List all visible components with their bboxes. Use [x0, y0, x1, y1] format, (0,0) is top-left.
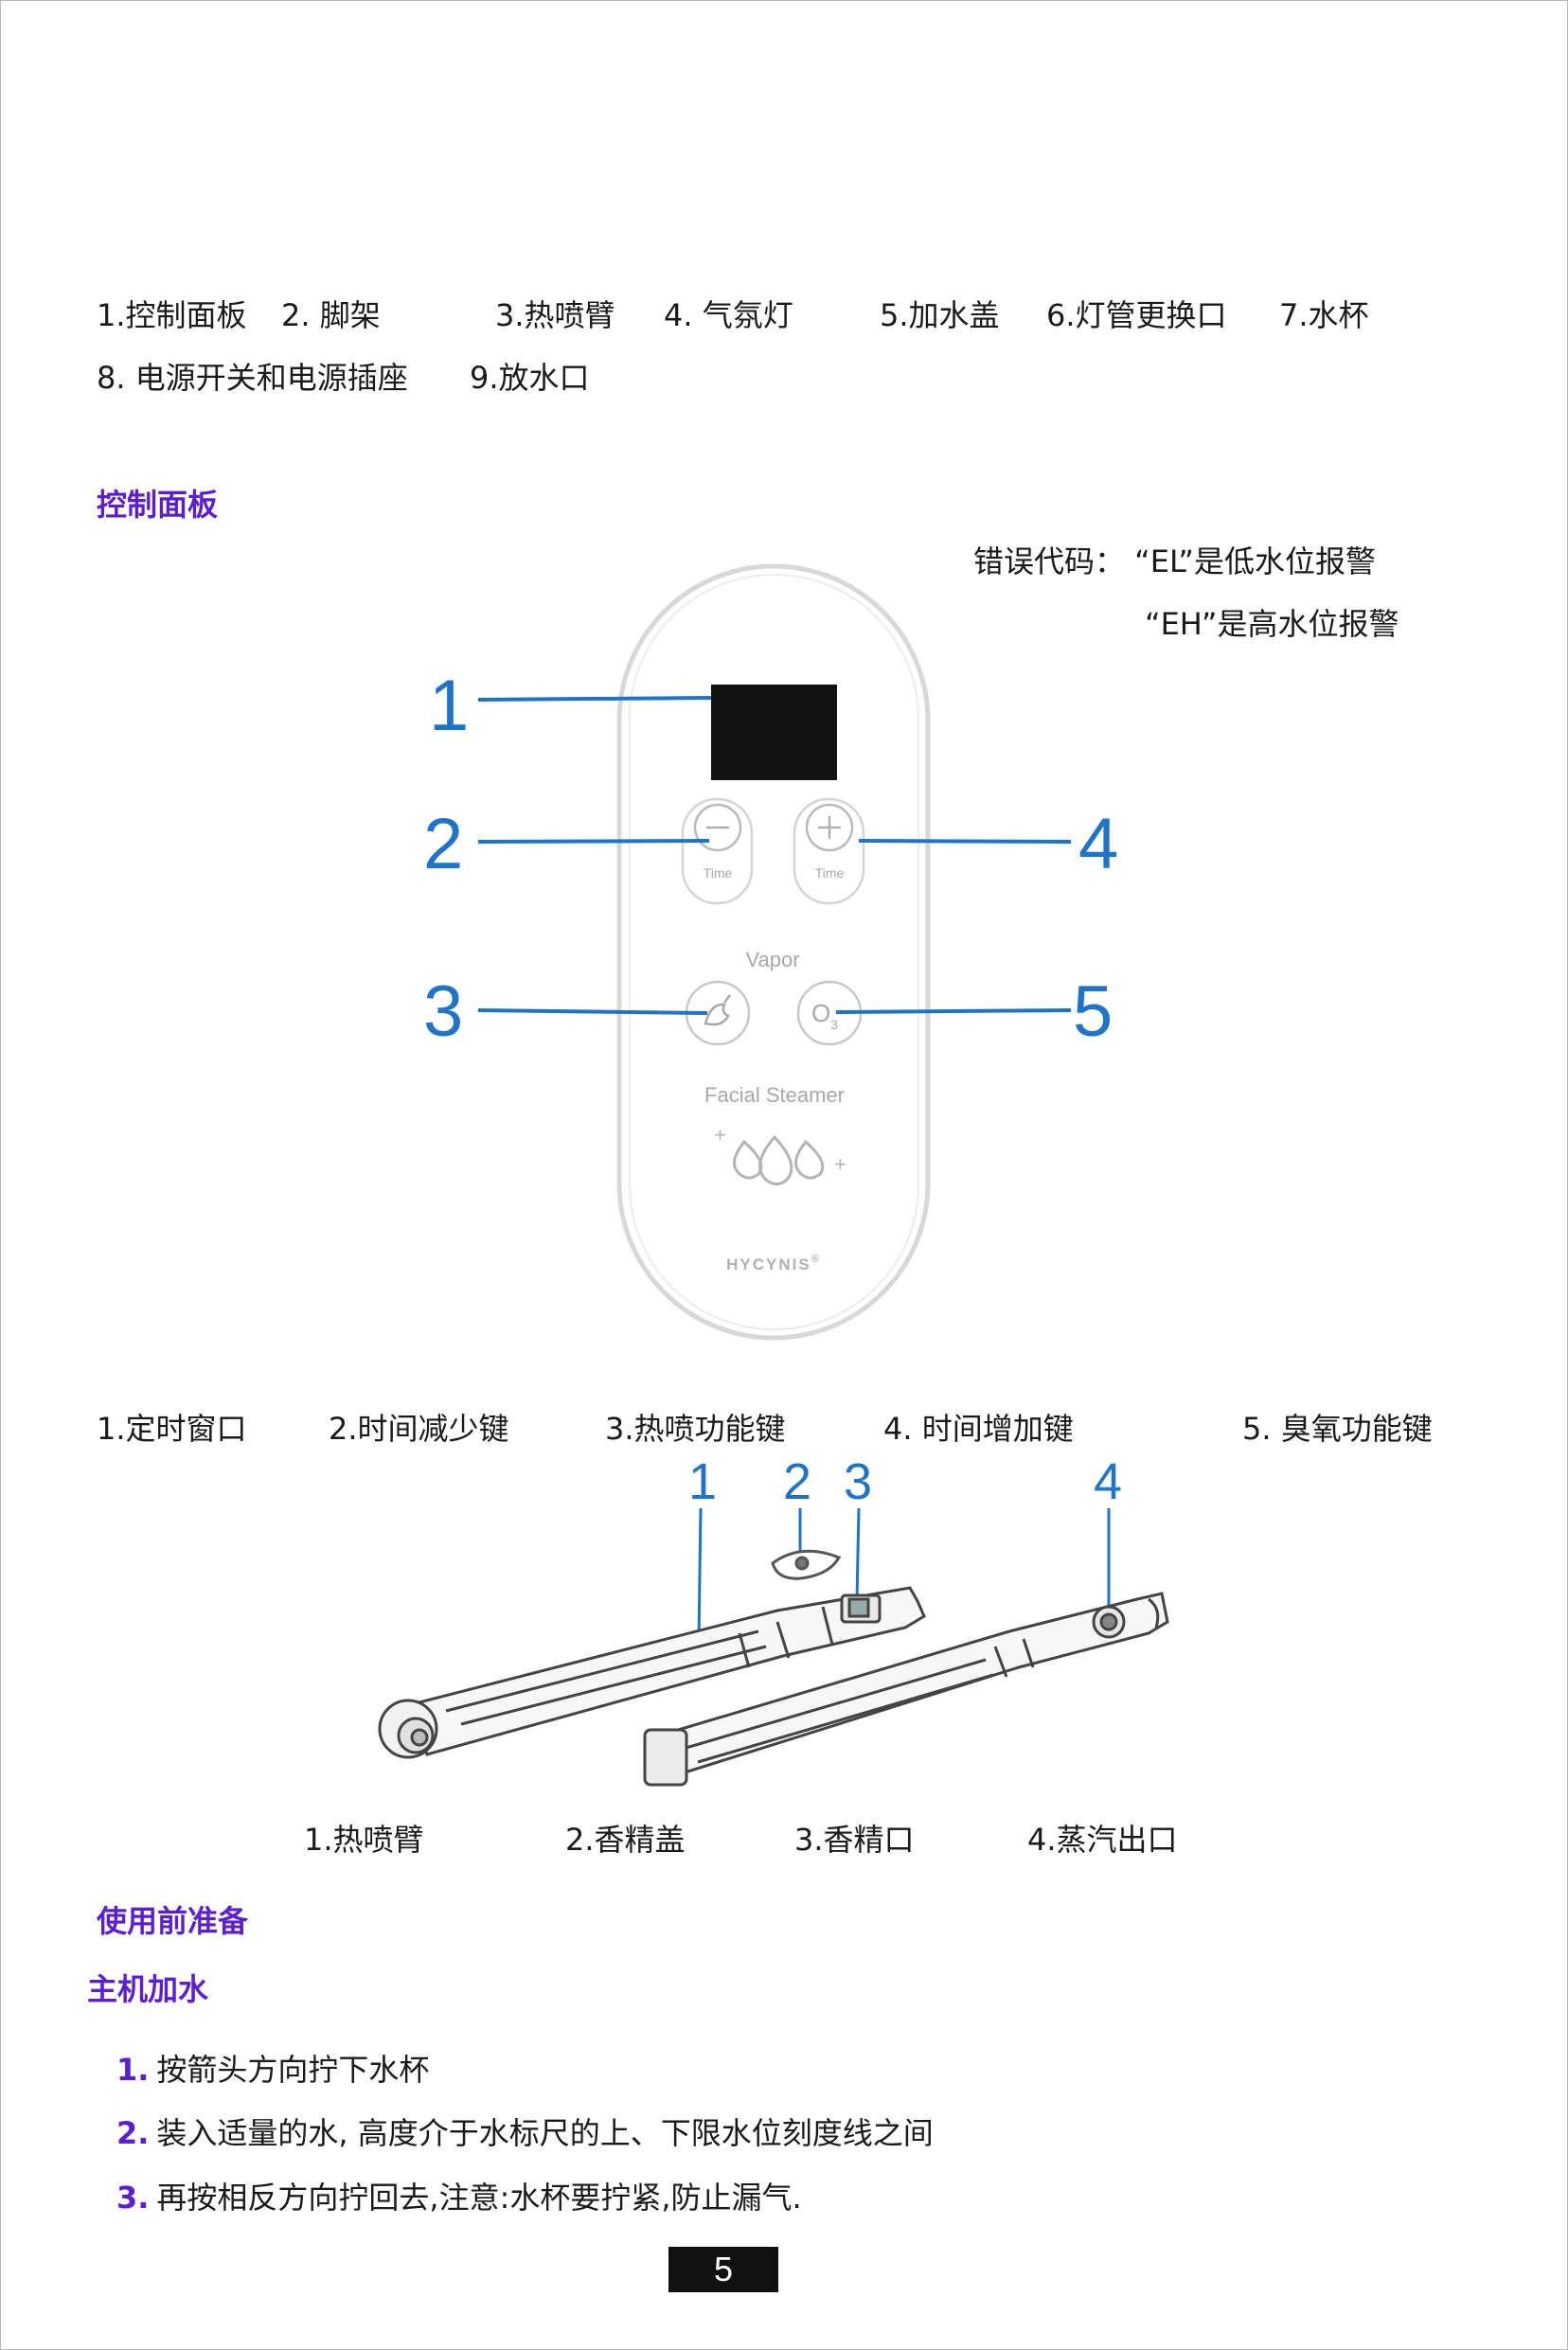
- parts-item: 6.灯管更换口: [1046, 297, 1227, 333]
- hot-spray-arm: [378, 1586, 926, 1759]
- callout-number: 2: [783, 1453, 811, 1510]
- parts-item: 5.加水盖: [880, 297, 1000, 333]
- arm-legend-item: 2.香精盖: [565, 1822, 686, 1858]
- prep-heading: 使用前准备: [97, 1903, 249, 1939]
- plus-time-label: Time: [815, 865, 845, 881]
- panel-outline: [616, 563, 931, 1341]
- timer-display: [711, 685, 837, 780]
- step-number: 3.: [116, 2180, 150, 2216]
- control-panel-heading: 控制面板: [97, 487, 219, 523]
- panel-legend-item: 4. 时间增加键: [883, 1411, 1074, 1447]
- callout-number: 2: [423, 804, 463, 884]
- vapor-label: Vapor: [745, 948, 799, 971]
- callout-number: 5: [1073, 971, 1113, 1052]
- brand-logo: HYCYNIS®: [726, 1254, 821, 1273]
- ozone-symbol: O3: [811, 999, 838, 1032]
- arm-diagram: 1 2 3 4: [378, 1453, 1169, 1787]
- callout-number: 4: [1078, 804, 1118, 884]
- product-name: Facial Steamer: [704, 1083, 845, 1107]
- callout-line-2: [477, 839, 710, 844]
- panel-outline-inner: [629, 574, 919, 1330]
- control-panel-diagram: Time Time Vapor O3 Facial Steamer + + HY…: [423, 563, 1118, 1341]
- ozone-subscript: 3: [830, 1017, 838, 1032]
- error-code-line: “EH”是高水位报警: [1145, 606, 1399, 642]
- panel-legend-item: 3.热喷功能键: [605, 1411, 786, 1447]
- vapor-icon: [704, 994, 731, 1026]
- arm-legend-item: 1.热喷臂: [304, 1822, 424, 1858]
- callout-line-3: [477, 1008, 708, 1015]
- arm-callout-line-1: [697, 1507, 703, 1643]
- droplets-icon: [733, 1134, 825, 1185]
- step-text: 按箭头方向拧下水杯: [156, 2052, 430, 2088]
- parts-item: 4. 气氛灯: [664, 297, 793, 333]
- droplet-plus-icon: +: [834, 1152, 846, 1176]
- step-text: 装入适量的水, 高度介于水标尺的上、下限水位刻度线之间: [156, 2115, 934, 2151]
- callout-number: 3: [423, 971, 463, 1052]
- essence-cap: [771, 1549, 842, 1580]
- minus-icon-circle: [693, 803, 742, 852]
- arm-legend-item: 3.香精口: [794, 1822, 915, 1858]
- error-code-line: 错误代码： “EL”是低水位报警: [973, 543, 1376, 579]
- callout-number: 1: [429, 666, 469, 746]
- step-number: 1.: [116, 2052, 150, 2088]
- callout-line-4: [858, 839, 1072, 844]
- callout-number: 1: [688, 1453, 717, 1510]
- parts-item: 1.控制面板: [97, 297, 247, 333]
- prep-subheading: 主机加水: [87, 1971, 209, 2007]
- parts-item: 2. 脚架: [281, 297, 381, 333]
- steam-arm: [643, 1592, 1169, 1787]
- panel-legend-item: 1.定时窗口: [97, 1411, 247, 1447]
- callout-number: 3: [844, 1453, 872, 1510]
- page-number: 5: [668, 2247, 778, 2292]
- step-number: 2.: [116, 2115, 150, 2151]
- parts-item: 8. 电源开关和电源插座: [97, 360, 408, 396]
- callout-line-5: [835, 1008, 1072, 1014]
- prep-step: 3.再按相反方向拧回去,注意:水杯要拧紧,防止漏气.: [116, 2179, 802, 2216]
- step-text: 再按相反方向拧回去,注意:水杯要拧紧,防止漏气.: [156, 2180, 802, 2216]
- parts-item: 9.放水口: [470, 360, 590, 396]
- minus-time-label: Time: [704, 865, 733, 881]
- callout-line-1: [477, 696, 712, 702]
- plus-icon-circle: [805, 803, 854, 852]
- prep-step: 2.装入适量的水, 高度介于水标尺的上、下限水位刻度线之间: [116, 2114, 934, 2152]
- panel-legend-item: 5. 臭氧功能键: [1242, 1411, 1433, 1447]
- arm-callout-line-3: [855, 1507, 861, 1602]
- parts-item: 3.热喷臂: [495, 297, 615, 333]
- panel-legend-item: 2.时间减少键: [329, 1411, 509, 1447]
- callout-number: 4: [1094, 1453, 1122, 1510]
- plus-button-outline: [793, 797, 865, 905]
- prep-step: 1.按箭头方向拧下水杯: [116, 2051, 429, 2089]
- droplet-plus-icon: +: [714, 1123, 726, 1147]
- minus-button-outline: [681, 797, 754, 905]
- parts-item: 7.水杯: [1279, 297, 1369, 333]
- arm-legend-item: 4.蒸汽出口: [1027, 1822, 1178, 1858]
